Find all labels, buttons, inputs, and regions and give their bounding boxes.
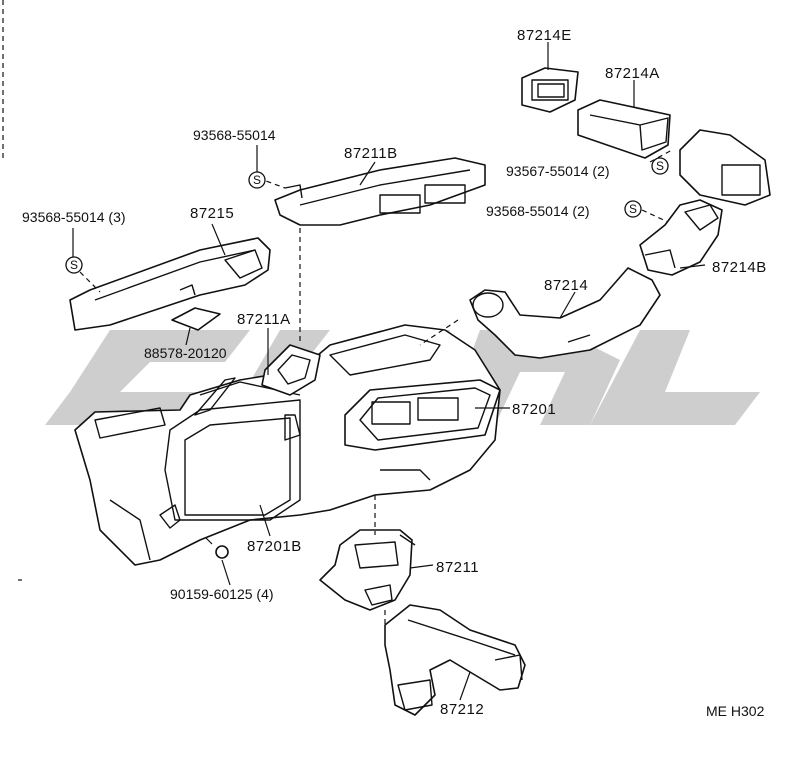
label-87211: 87211	[436, 559, 479, 576]
label-93568-top: 93568-55014	[193, 127, 276, 143]
leader-lines	[72, 42, 706, 701]
vent-87214B	[639, 199, 723, 276]
label-87214E: 87214E	[517, 27, 572, 44]
symbol-s-top: S	[248, 171, 266, 189]
label-93567: 93567-55014 (2)	[506, 163, 610, 179]
duct-87214	[469, 267, 661, 359]
vent-87214E	[521, 67, 579, 113]
duct-87201	[344, 379, 501, 451]
symbol-s-label: S	[656, 159, 664, 173]
symbol-s-label: S	[70, 258, 78, 272]
duct-87211A	[261, 344, 321, 396]
vent-87214A	[577, 99, 671, 159]
symbol-s-right: S	[651, 157, 669, 175]
duct-87215	[69, 237, 271, 331]
label-87215: 87215	[190, 205, 234, 222]
label-87214B: 87214B	[712, 259, 767, 276]
label-90159: 90159-60125 (4)	[170, 586, 274, 602]
dashboard-fragment	[679, 129, 771, 206]
symbol-s-left: S	[65, 256, 83, 274]
label-88578: 88578-20120	[144, 345, 227, 361]
label-87214A: 87214A	[605, 65, 660, 82]
label-87214: 87214	[544, 277, 588, 294]
label-93568-left: 93568-55014 (3)	[22, 209, 126, 225]
label-87201B: 87201B	[247, 538, 302, 555]
symbol-s-label: S	[253, 173, 261, 187]
label-87201: 87201	[512, 401, 556, 418]
margin-ticks	[2, 0, 22, 581]
duct-87212	[384, 604, 526, 716]
symbol-s-mid: S	[624, 200, 642, 218]
filter-88578	[171, 307, 221, 331]
symbol-s-label: S	[629, 202, 637, 216]
page-code: ME H302	[706, 703, 765, 719]
screw-90159	[205, 537, 229, 559]
label-87212: 87212	[440, 701, 484, 718]
label-93568-mid: 93568-55014 (2)	[486, 203, 590, 219]
duct-87211	[319, 529, 416, 611]
label-87211A: 87211A	[237, 311, 291, 328]
label-87211B: 87211B	[344, 145, 398, 162]
duct-87211B	[274, 157, 486, 226]
